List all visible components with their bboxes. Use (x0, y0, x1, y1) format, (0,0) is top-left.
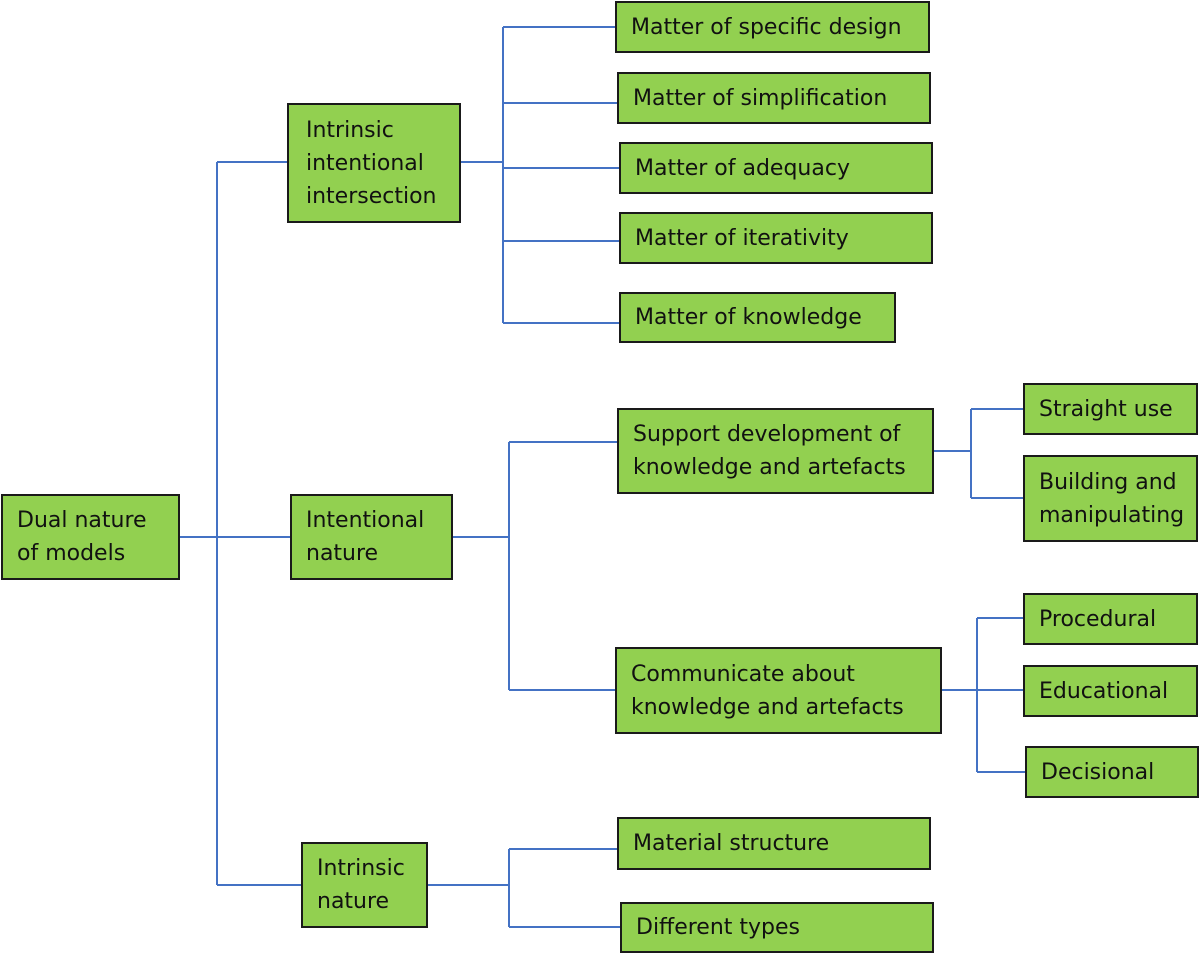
node-matter-adequacy: Matter of adequacy (619, 142, 933, 194)
node-material-structure: Material structure (617, 817, 931, 870)
node-building-manipulating: Building and manipulating (1023, 455, 1198, 542)
node-dual-nature-of-models: Dual nature of models (1, 494, 180, 580)
node-different-types: Different types (620, 902, 934, 953)
node-communicate: Communicate about knowledge and artefact… (615, 647, 942, 734)
node-intrinsic-nature: Intrinsic nature (301, 842, 428, 928)
node-educational: Educational (1023, 665, 1198, 717)
node-matter-specific-design: Matter of specific design (615, 1, 930, 53)
node-decisional: Decisional (1025, 746, 1199, 798)
node-matter-knowledge: Matter of knowledge (619, 292, 896, 343)
node-intentional-nature: Intentional nature (290, 494, 453, 580)
node-support-development: Support development of knowledge and art… (617, 408, 934, 494)
node-intrinsic-intentional-intersection: Intrinsic intentional intersection (287, 103, 461, 223)
node-matter-simplification: Matter of simplification (617, 72, 931, 124)
node-straight-use: Straight use (1023, 383, 1198, 435)
node-matter-iterativity: Matter of iterativity (619, 212, 933, 264)
node-procedural: Procedural (1023, 593, 1198, 645)
